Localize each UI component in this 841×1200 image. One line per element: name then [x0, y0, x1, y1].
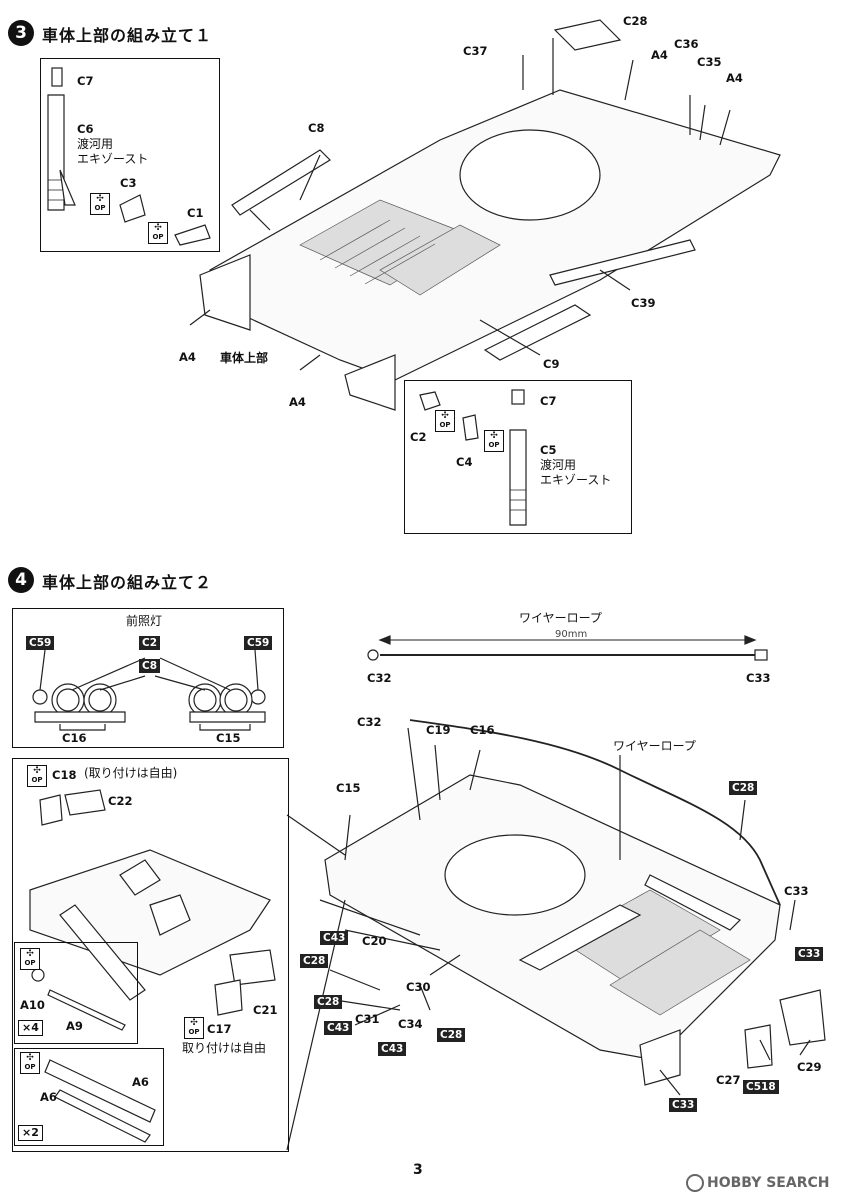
part-label: C8: [308, 121, 325, 135]
part-label: C7: [540, 394, 557, 408]
optional-part-icon: ✣OP: [90, 193, 110, 215]
part-label: C35: [697, 55, 722, 69]
optional-parts-inset: [12, 758, 289, 1152]
part-badge: C28: [437, 1028, 466, 1042]
part-badge: C8: [139, 659, 161, 673]
part-label: C16: [470, 723, 495, 737]
part-label: C2: [410, 430, 427, 444]
watermark-logo-icon: [686, 1174, 704, 1192]
part-label: C32: [367, 671, 392, 685]
part-label: C27: [716, 1073, 741, 1087]
part-label: C16: [62, 731, 87, 745]
part-label: C17: [207, 1022, 232, 1036]
part-note: (取り付けは自由): [84, 766, 178, 780]
part-label: C4: [456, 455, 473, 469]
part-label: C31: [355, 1012, 380, 1026]
part-note: 取り付けは自由: [182, 1041, 267, 1055]
part-label: C15: [216, 731, 241, 745]
part-label: C7: [77, 74, 94, 88]
part-badge: C33: [795, 947, 824, 961]
part-label: A6: [40, 1090, 57, 1104]
a6-inset: [14, 1048, 164, 1146]
part-badge: C28: [300, 954, 329, 968]
optional-part-icon: ✣OP: [27, 765, 47, 787]
part-label: C6: [77, 122, 94, 136]
part-label: C34: [398, 1017, 423, 1031]
part-label: C3: [120, 176, 137, 190]
part-label: C22: [108, 794, 133, 808]
part-label: A4: [179, 350, 196, 364]
part-note: 渡河用 エキゾースト: [77, 137, 149, 166]
part-badge: C59: [26, 636, 55, 650]
step-title: 車体上部の組み立て１: [42, 26, 213, 45]
part-label: C19: [426, 723, 451, 737]
part-label: C39: [631, 296, 656, 310]
wire-rope-label: ワイヤーロープ: [613, 739, 696, 753]
part-label: C1: [187, 206, 204, 220]
part-label: C28: [623, 14, 648, 28]
part-label: C37: [463, 44, 488, 58]
part-label: A4: [726, 71, 743, 85]
exhaust-inset-left: [40, 58, 220, 252]
part-badge: C28: [729, 781, 758, 795]
part-label: C32: [357, 715, 382, 729]
part-label: C15: [336, 781, 361, 795]
headlights-inset: [12, 608, 284, 748]
watermark: HOBBY SEARCH: [686, 1174, 829, 1192]
step-number-badge: 3: [8, 20, 34, 46]
optional-part-icon: ✣OP: [184, 1017, 204, 1039]
part-label: C29: [797, 1060, 822, 1074]
exhaust-inset-right: [404, 380, 632, 534]
part-label: C9: [543, 357, 560, 371]
part-label: A4: [651, 48, 668, 62]
optional-part-icon: ✣OP: [20, 1052, 40, 1074]
wire-rope-length: 90mm: [555, 629, 588, 640]
quantity-badge: ×2: [18, 1125, 43, 1141]
headlights-title: 前照灯: [126, 614, 163, 628]
part-note: 渡河用 エキゾースト: [540, 458, 612, 487]
wire-rope-title: ワイヤーロープ: [519, 611, 602, 625]
page-number: 3: [413, 1162, 423, 1178]
step-number-badge: 4: [8, 567, 34, 593]
optional-part-icon: ✣OP: [20, 948, 40, 970]
part-label: C20: [362, 934, 387, 948]
a9-inset: [14, 942, 138, 1044]
part-label: C36: [674, 37, 699, 51]
hull-upper-label: 車体上部: [220, 351, 269, 365]
part-label: A6: [132, 1075, 149, 1089]
part-label: A10: [20, 998, 45, 1012]
part-label: C33: [746, 671, 771, 685]
part-label: A4: [289, 395, 306, 409]
part-label: C33: [784, 884, 809, 898]
part-badge: C2: [139, 636, 161, 650]
optional-part-icon: ✣OP: [484, 430, 504, 452]
part-badge: C43: [320, 931, 349, 945]
optional-part-icon: ✣OP: [148, 222, 168, 244]
step-title: 車体上部の組み立て２: [42, 573, 213, 592]
part-label: C18: [52, 768, 77, 782]
part-label: C21: [253, 1003, 278, 1017]
part-badge: C518: [743, 1080, 779, 1094]
part-badge: C59: [244, 636, 273, 650]
part-label: A9: [66, 1019, 83, 1033]
part-label: C30: [406, 980, 431, 994]
part-badge: C43: [378, 1042, 407, 1056]
part-label: C5: [540, 443, 557, 457]
quantity-badge: ×4: [18, 1020, 43, 1036]
part-badge: C28: [314, 995, 343, 1009]
optional-part-icon: ✣OP: [435, 410, 455, 432]
part-badge: C43: [324, 1021, 353, 1035]
part-badge: C33: [669, 1098, 698, 1112]
